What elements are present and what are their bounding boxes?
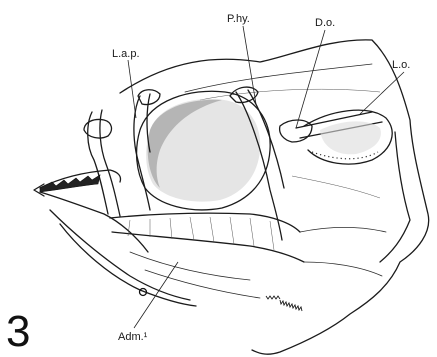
adductor-muscle (110, 213, 300, 232)
label-adm: Adm.¹ (118, 331, 148, 343)
label-lo: L.o. (392, 59, 410, 71)
figure-number: 3 (6, 307, 30, 356)
ventral-suture (266, 296, 302, 311)
rear-line-2 (304, 262, 382, 276)
leader-do (296, 30, 325, 128)
label-do: D.o. (315, 17, 335, 29)
rear-line-1 (300, 228, 386, 233)
leader-lo (360, 72, 404, 114)
roof-line (185, 64, 372, 92)
label-phy: P.hy. (227, 13, 250, 25)
adductor-muscle-lower (112, 232, 304, 262)
dorsal-process (280, 120, 312, 142)
cheek-line-1 (130, 252, 250, 280)
lower-jaw (40, 192, 148, 252)
adductor-fibres (128, 217, 274, 250)
rear-line-3 (292, 176, 380, 198)
cranium-outline (120, 40, 429, 354)
otic-stipple (320, 121, 381, 154)
label-lap: L.a.p. (112, 48, 140, 60)
palatine-bar-left-inner (100, 110, 120, 216)
cheek-line-2 (145, 270, 260, 298)
upper-jaw-teeth (40, 175, 100, 192)
leader-lap (128, 60, 136, 118)
roof-line-inner (200, 89, 380, 100)
